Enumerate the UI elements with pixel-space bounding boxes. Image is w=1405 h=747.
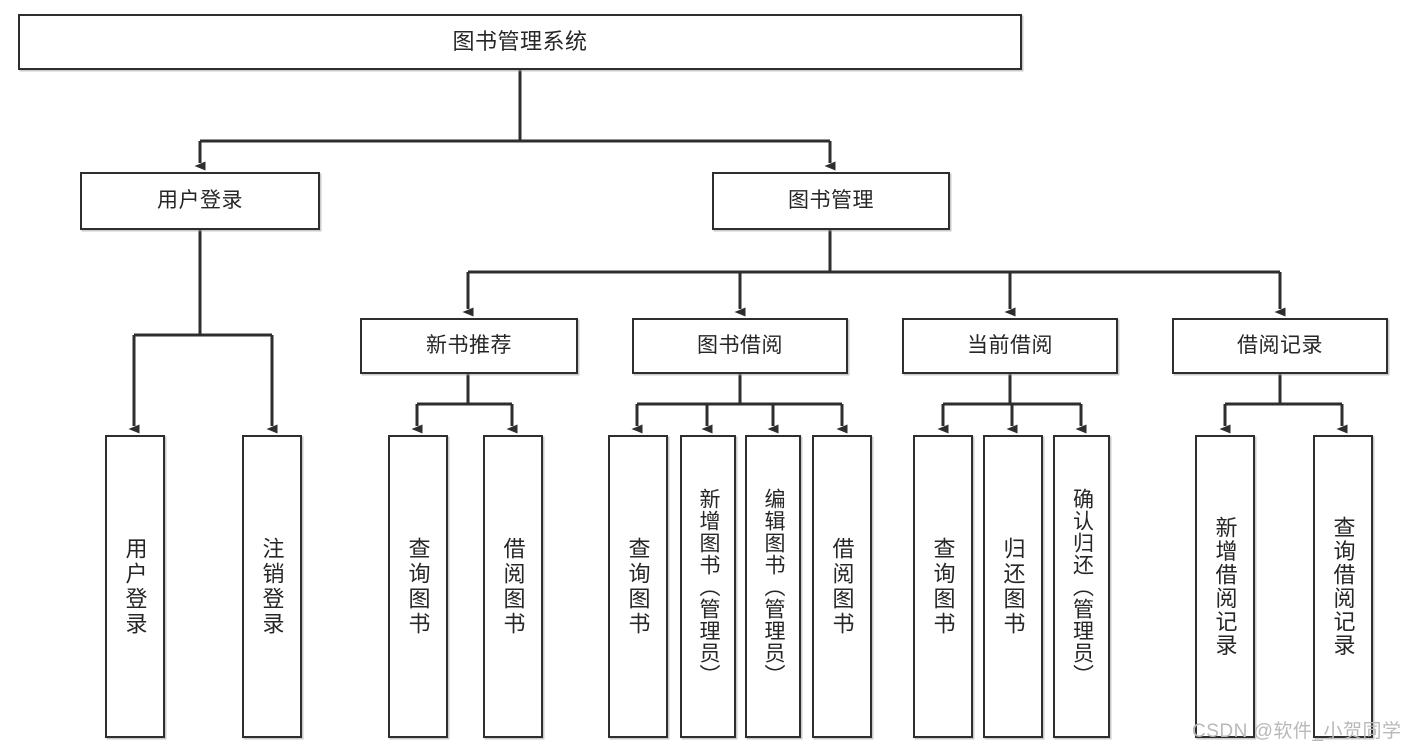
node-leaf-query-book-3-label: 查询图书 (930, 536, 956, 637)
node-leaf-add-record[interactable]: 新增借阅记录 (1195, 435, 1255, 738)
node-leaf-return-book-label: 归还图书 (1000, 536, 1026, 637)
node-leaf-add-book-label: 新增图书（管理员） (697, 487, 721, 686)
node-leaf-user-logout-label: 注销登录 (259, 536, 285, 637)
node-leaf-add-record-label: 新增借阅记录 (1212, 516, 1238, 657)
node-leaf-user-login-label: 用户登录 (122, 536, 148, 637)
node-leaf-query-record[interactable]: 查询借阅记录 (1313, 435, 1373, 738)
node-leaf-query-book-2[interactable]: 查询图书 (608, 435, 668, 738)
node-borrow-record[interactable]: 借阅记录 (1172, 318, 1388, 374)
node-user-login[interactable]: 用户登录 (80, 172, 320, 230)
node-current-borrow-label: 当前借阅 (967, 333, 1053, 357)
node-leaf-confirm-return[interactable]: 确认归还（管理员） (1053, 435, 1110, 738)
node-current-borrow[interactable]: 当前借阅 (902, 318, 1118, 374)
node-book-borrow-label: 图书借阅 (697, 333, 783, 357)
node-new-book-rec[interactable]: 新书推荐 (360, 318, 578, 374)
node-leaf-query-book-2-label: 查询图书 (625, 536, 651, 637)
node-root[interactable]: 图书管理系统 (18, 14, 1022, 70)
node-leaf-borrow-book-1-label: 借阅图书 (500, 536, 526, 637)
node-book-borrow[interactable]: 图书借阅 (632, 318, 848, 374)
node-leaf-add-book[interactable]: 新增图书（管理员） (680, 435, 736, 738)
node-leaf-query-book-1-label: 查询图书 (405, 536, 431, 637)
node-leaf-edit-book[interactable]: 编辑图书（管理员） (745, 435, 801, 738)
node-leaf-query-record-label: 查询借阅记录 (1330, 516, 1356, 657)
node-leaf-borrow-book-2-label: 借阅图书 (829, 536, 855, 637)
node-leaf-user-login[interactable]: 用户登录 (105, 435, 165, 738)
node-leaf-edit-book-label: 编辑图书（管理员） (762, 487, 786, 686)
node-leaf-user-logout[interactable]: 注销登录 (242, 435, 302, 738)
node-borrow-record-label: 借阅记录 (1237, 333, 1323, 357)
node-leaf-return-book[interactable]: 归还图书 (983, 435, 1043, 738)
node-new-book-rec-label: 新书推荐 (426, 333, 512, 357)
node-leaf-confirm-return-label: 确认归还（管理员） (1070, 487, 1094, 686)
node-root-label: 图书管理系统 (452, 29, 588, 55)
csdn-watermark: CSDN @软件_小贺同学 (1192, 721, 1402, 742)
node-book-manage-label: 图书管理 (788, 188, 874, 212)
node-leaf-borrow-book-2[interactable]: 借阅图书 (812, 435, 872, 738)
node-leaf-query-book-1[interactable]: 查询图书 (388, 435, 448, 738)
node-leaf-borrow-book-1[interactable]: 借阅图书 (483, 435, 543, 738)
node-user-login-label: 用户登录 (157, 188, 243, 212)
node-leaf-query-book-3[interactable]: 查询图书 (913, 435, 973, 738)
node-book-manage[interactable]: 图书管理 (712, 172, 950, 230)
